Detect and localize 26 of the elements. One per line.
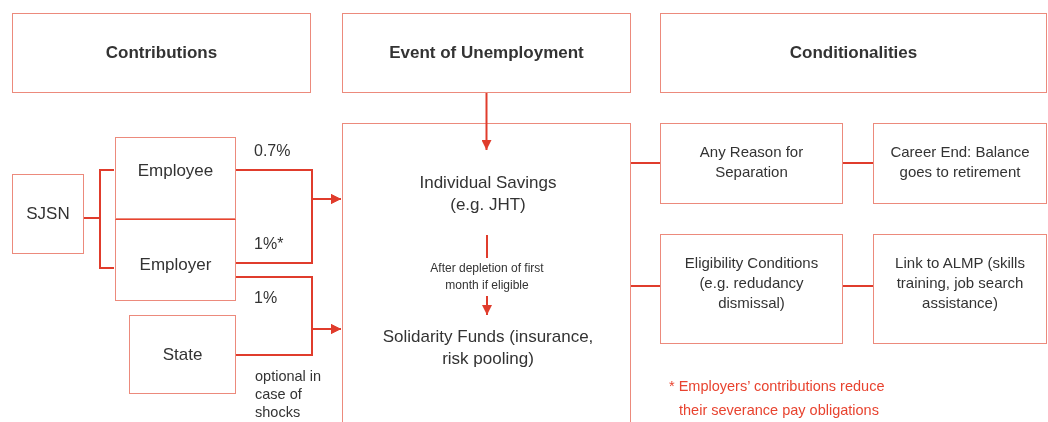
process-box: Link to ALMP (skills training, job search assistance)	[873, 234, 1047, 344]
connector-line	[630, 285, 661, 287]
connector-line	[235, 194, 342, 264]
connector-line	[83, 217, 115, 269]
process-box: State	[129, 315, 236, 394]
connector-line	[481, 92, 492, 151]
edge-label: 0.7%	[254, 141, 291, 161]
connector-line	[630, 162, 661, 164]
process-box: Career End: Balance goes to retirement	[873, 123, 1047, 204]
node-label: Solidarity Funds (insurance, risk pooling)	[378, 323, 598, 373]
connector-line	[842, 162, 874, 164]
node-label: Individual Savings (e.g. JHT)	[408, 169, 568, 219]
annotation: optional in case of shocks	[255, 367, 323, 421]
column-header: Conditionalities	[660, 13, 1047, 93]
connector-line	[842, 285, 874, 287]
edge-label: 1%	[254, 288, 278, 308]
edge-label: 1%*	[254, 234, 284, 254]
process-box: Employee	[115, 137, 236, 219]
process-box: Eligibility Conditions (e.g. redudancy dismissal)	[660, 234, 843, 344]
footnote: * Employers’ contributions reduce their severance pay obligations	[669, 377, 886, 420]
process-box: SJSN	[12, 174, 84, 254]
process-box: Employer	[115, 219, 236, 301]
process-box: Any Reason for Separation	[660, 123, 843, 204]
column-header: Event of Unemployment	[342, 13, 631, 93]
column-header: Contributions	[12, 13, 311, 93]
connector-line	[235, 324, 342, 356]
